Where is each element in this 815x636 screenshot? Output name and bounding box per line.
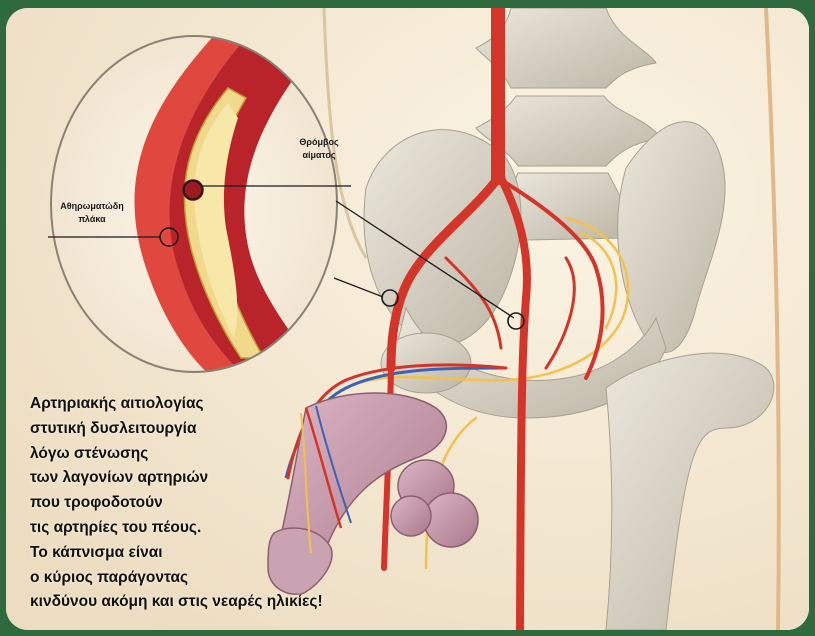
thrombus-label: Θρόμβος αίματος — [274, 136, 364, 162]
thrombus-label-line2: αίματος — [274, 149, 364, 162]
plaque-label-line1: Αθηρωματώδη — [42, 200, 142, 213]
thrombus-label-line1: Θρόμβος — [274, 136, 364, 149]
caption-line: Αρτηριακής αιτιολογίας — [30, 392, 470, 417]
caption-line: κινδύνου ακόμη και στις νεαρές ηλικίες! — [30, 590, 470, 615]
caption-line: στυτική δυσλειτουργία — [30, 417, 470, 442]
caption-line: των λαγονίων αρτηριών — [30, 466, 470, 491]
plaque-label-line2: πλάκα — [42, 213, 142, 226]
illustration-frame: Θρόμβος αίματος Αθηρωματώδη πλάκα Αρτηρι… — [6, 8, 809, 630]
caption-line: που τροφοδοτούν — [30, 491, 470, 516]
caption-line: ο κύριος παράγοντας — [30, 566, 470, 591]
caption-line: Το κάπνισμα είναι — [30, 541, 470, 566]
caption-line: λόγω στένωσης — [30, 442, 470, 467]
caption-line: τις αρτηρίες του πέους. — [30, 516, 470, 541]
plaque-label: Αθηρωματώδη πλάκα — [42, 200, 142, 226]
caption-text: Αρτηριακής αιτιολογίας στυτική δυσλειτου… — [30, 392, 470, 615]
